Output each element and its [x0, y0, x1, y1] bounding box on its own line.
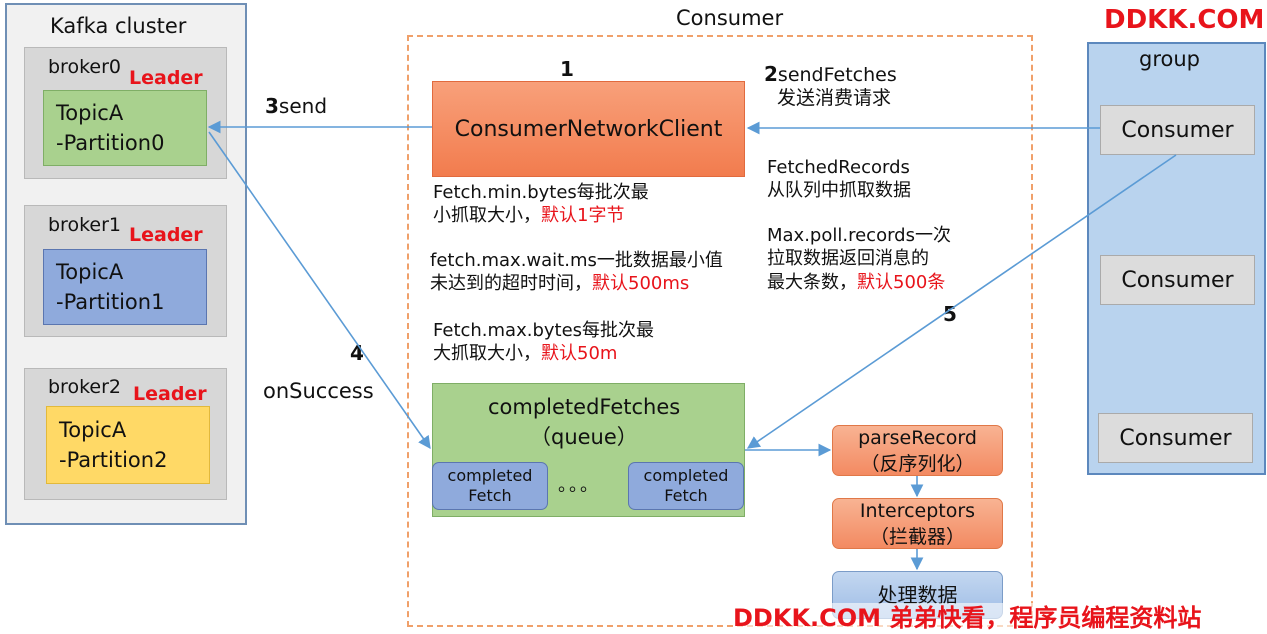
- broker-1-leader: Leader: [129, 224, 203, 246]
- completed-fetches-ellipsis: 。。。: [558, 475, 600, 496]
- partition-1-topic: TopicA: [56, 260, 124, 284]
- note-fetched-records-line2: 从队列中抓取数据: [767, 180, 911, 202]
- group-consumer-1: Consumer: [1100, 105, 1255, 155]
- consumer-frame: [407, 35, 1033, 627]
- note-max-poll-records-line2: 拉取数据返回消息的: [767, 248, 929, 270]
- watermark-top: DDKK.COM: [1104, 5, 1265, 35]
- note-fetch-max-wait: fetch.max.wait.ms一批数据最小值 未达到的超时时间，默认500m…: [430, 249, 723, 296]
- kafka-cluster-title: Kafka cluster: [50, 14, 187, 38]
- note-max-poll-records: Max.poll.records一次 拉取数据返回消息的 最大条数，默认500条: [767, 224, 951, 294]
- note-fetch-max-wait-line2: 未达到的超时时间，默认500ms: [430, 273, 690, 295]
- note-fetch-min-bytes: Fetch.min.bytes每批次最 小抓取大小，默认1字节: [433, 181, 649, 228]
- partition-0: TopicA -Partition0: [43, 90, 207, 166]
- completed-fetch-item-2: completed Fetch: [628, 462, 744, 510]
- step-4-number: 4: [350, 341, 364, 365]
- partition-0-topic: TopicA: [56, 101, 124, 125]
- broker-1-name: broker1: [48, 214, 121, 236]
- consumer-title: Consumer: [676, 6, 784, 30]
- partition-1-label: -Partition1: [56, 290, 165, 314]
- note-fetch-min-bytes-default: 默认1字节: [541, 205, 625, 227]
- note-fetch-max-wait-default: 默认500ms: [592, 273, 690, 295]
- consumer-network-client: ConsumerNetworkClient: [432, 81, 745, 177]
- step-1-number: 1: [560, 57, 574, 81]
- step-3-text: send: [278, 94, 328, 118]
- group-title: group: [1139, 47, 1200, 71]
- note-max-poll-records-line3: 最大条数，默认500条: [767, 271, 946, 293]
- note-fetch-min-bytes-line1: Fetch.min.bytes每批次最: [433, 182, 649, 203]
- note-fetch-max-bytes-line1: Fetch.max.bytes每批次最: [433, 320, 655, 341]
- broker-0-leader: Leader: [129, 67, 203, 89]
- arrow-on-success: [208, 131, 431, 450]
- note-fetch-max-wait-line1: fetch.max.wait.ms一批数据最小值: [430, 250, 723, 271]
- completed-fetches-subtitle: （queue）: [530, 425, 638, 449]
- broker-2-name: broker2: [48, 376, 121, 398]
- watermark-bottom: DDKK.COM 弟弟快看，程序员编程资料站: [733, 603, 1202, 634]
- note-max-poll-records-line1: Max.poll.records一次: [767, 225, 951, 246]
- partition-0-label: -Partition0: [56, 131, 165, 155]
- partition-2-label: -Partition2: [59, 448, 168, 472]
- step-2-label: 2sendFetches: [764, 61, 897, 88]
- note-fetch-max-bytes-default: 默认50m: [541, 343, 618, 365]
- group-consumer-3: Consumer: [1098, 413, 1253, 463]
- interceptors-box: Interceptors （拦截器）: [832, 498, 1003, 549]
- partition-2-topic: TopicA: [59, 418, 127, 442]
- step-2-number: 2: [764, 62, 778, 86]
- note-fetch-max-bytes: Fetch.max.bytes每批次最 大抓取大小，默认50m: [433, 319, 654, 366]
- broker-0-name: broker0: [48, 56, 121, 78]
- step-3-label: 3send: [265, 93, 327, 119]
- broker-2-leader: Leader: [133, 383, 207, 405]
- note-fetch-max-bytes-line2: 大抓取大小，默认50m: [433, 343, 618, 365]
- completed-fetches-title: completedFetches: [488, 395, 681, 419]
- note-fetched-records-line1: FetchedRecords: [767, 157, 910, 178]
- step-2-desc: 发送消费请求: [777, 87, 892, 109]
- arrow-fetched-records: [746, 154, 1177, 449]
- partition-1: TopicA -Partition1: [43, 249, 207, 325]
- partition-2: TopicA -Partition2: [46, 406, 210, 484]
- step-4-label: onSuccess: [263, 379, 374, 403]
- parse-record-box: parseRecord （反序列化）: [832, 425, 1003, 476]
- step-3-number: 3: [265, 94, 279, 118]
- group-consumer-2: Consumer: [1100, 255, 1255, 305]
- completed-fetch-item-1: completed Fetch: [432, 462, 548, 510]
- step-2-text: sendFetches: [777, 64, 897, 86]
- note-fetched-records: FetchedRecords 从队列中抓取数据: [767, 156, 911, 203]
- note-fetch-min-bytes-line2: 小抓取大小，默认1字节: [433, 205, 625, 227]
- note-max-poll-records-default: 默认500条: [857, 271, 946, 293]
